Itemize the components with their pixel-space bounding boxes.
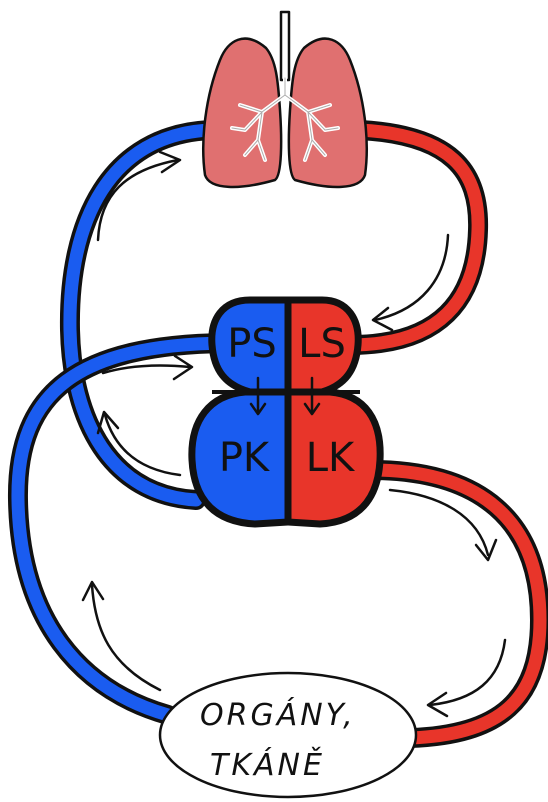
flow-arrow-icon [375, 235, 448, 320]
label-right-atrium: PS [227, 321, 277, 367]
heart-icon [192, 300, 380, 524]
organs-node: ORGÁNY, TKÁNĚ [160, 673, 416, 797]
label-left-ventricle: LK [306, 435, 356, 481]
organs-label-line2: TKÁNĚ [210, 747, 325, 783]
left-lung [203, 39, 281, 187]
label-left-atrium: LS [298, 321, 346, 367]
organs-label-line1: ORGÁNY, [200, 697, 356, 733]
right-lung [289, 39, 367, 187]
lungs-icon [203, 12, 366, 187]
trachea [281, 12, 289, 80]
vena-cava [18, 343, 225, 715]
label-right-ventricle: PK [219, 435, 271, 481]
